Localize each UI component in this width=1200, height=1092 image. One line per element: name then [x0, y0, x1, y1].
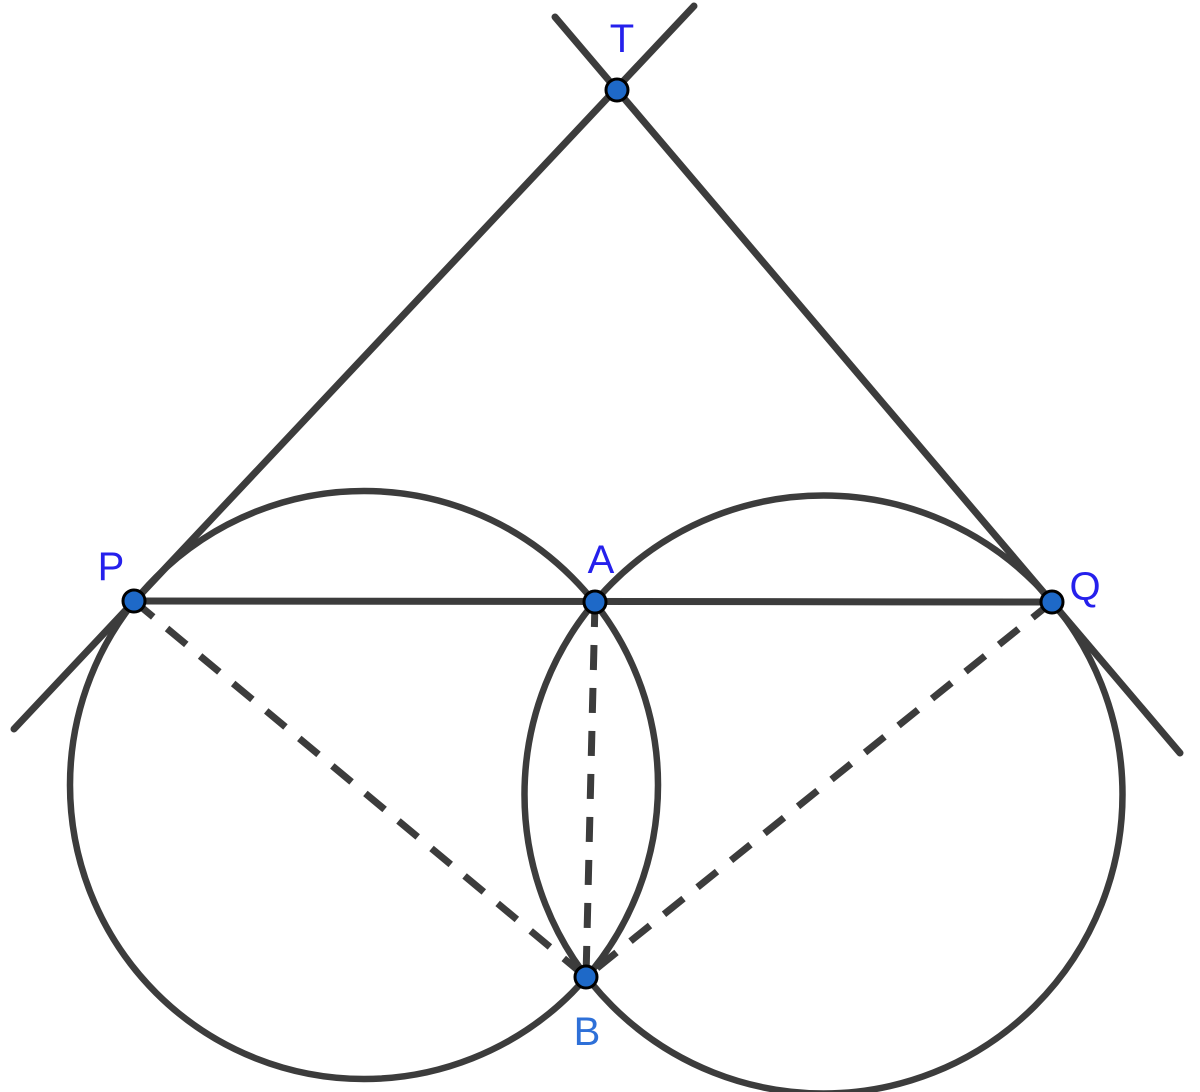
point-T [604, 77, 630, 103]
label-A: A [588, 538, 615, 582]
label-B: B [574, 1010, 601, 1054]
point-B [573, 964, 599, 990]
dashed-segment-PB [131, 598, 589, 980]
point-Q [1039, 589, 1065, 615]
dashed-segment-QB [583, 599, 1055, 980]
dashed-segment-AB [582, 601, 599, 978]
label-T: T [610, 17, 634, 61]
circle-left [66, 487, 662, 1083]
point-A [582, 589, 608, 615]
label-Q: Q [1069, 565, 1100, 609]
label-P: P [98, 545, 125, 589]
point-P [121, 588, 147, 614]
tangent-line-TQ [551, 13, 1184, 757]
circle-right [521, 492, 1126, 1092]
